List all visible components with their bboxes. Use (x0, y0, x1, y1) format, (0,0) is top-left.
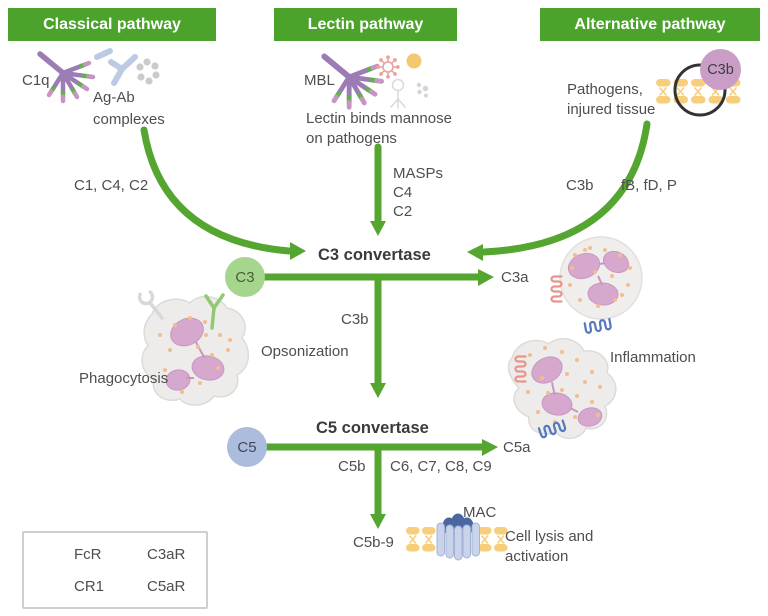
membrane-icon (656, 79, 741, 104)
classical-arrow (140, 126, 293, 255)
legend-c3ar-label: C3aR (147, 546, 186, 563)
c4-label: C4 (393, 184, 413, 201)
fcr-receptor-icon (137, 288, 164, 320)
masps-label: MASPs (393, 165, 444, 182)
c5b-label: C5b (338, 458, 366, 475)
header-classical-pathway: Classical pathway (8, 8, 216, 41)
mbl-label: MBL (304, 72, 335, 89)
agab-line1: Ag-Ab (93, 89, 135, 106)
alternative-arrow (480, 120, 651, 256)
alt-desc-line2: injured tissue (567, 101, 656, 118)
c1q-molecule-icon (37, 51, 96, 104)
c5ar-receptor-icon (583, 317, 613, 335)
antibody-antigen-icon (94, 48, 160, 86)
c3-convertase-label: C3 convertase (318, 246, 431, 264)
c3-node: C3 (225, 257, 265, 297)
header-alternative-pathway: Alternative pathway (540, 8, 760, 41)
inflammatory-cell-icon (507, 337, 617, 440)
alt-desc-line1: Pathogens, (567, 81, 643, 98)
c3a-label: C3a (501, 269, 529, 286)
legend-cr1-label: CR1 (74, 578, 105, 595)
granules (158, 316, 232, 394)
phagocytosis-label: Phagocytosis (79, 370, 169, 387)
c5-node: C5 (227, 427, 267, 467)
cr1-receptor-icon (204, 293, 225, 330)
c3b-badge: C3b (700, 49, 741, 90)
bacteria-cluster-icon (416, 82, 429, 98)
antigen-icon (136, 58, 160, 85)
lectin-description: Lectin binds mannose on pathogens (306, 109, 452, 149)
classical-arrow-label: C1, C4, C2 (74, 177, 149, 194)
c6-c9-label: C6, C7, C8, C9 (390, 458, 492, 475)
opsonization-label: Opsonization (261, 343, 349, 360)
mac-label: MAC (463, 504, 497, 521)
neutrophil-cell-icon (550, 236, 643, 335)
c5-convertase-label: C5 convertase (316, 419, 429, 437)
agab-line2: complexes (93, 111, 165, 128)
cell-lysis-label: Cell lysis and activation (505, 527, 593, 567)
alternative-arrow-label-c3b: C3b (566, 177, 594, 194)
c5b9-label: C5b-9 (353, 534, 394, 551)
receptor-legend (22, 531, 208, 609)
granules (526, 346, 602, 424)
alternative-arrow-label-factors: fB, fD, P (621, 177, 677, 194)
arrowheads (290, 221, 498, 529)
lectin-arrow-label: MASPs C4 C2 (393, 164, 443, 221)
legend-fcr-label: FcR (74, 546, 102, 563)
agab-label: Ag-Ab complexes (93, 88, 165, 130)
legend-c5ar-label: C5aR (147, 578, 186, 595)
alternative-description: Pathogens, injured tissue (567, 80, 655, 120)
mac-complex-icon (406, 513, 508, 561)
inflammation-label: Inflammation (610, 349, 696, 366)
lysis-line2: activation (505, 548, 569, 565)
c2-label: C2 (393, 203, 413, 220)
phage-icon (390, 78, 406, 109)
header-lectin-pathway: Lectin pathway (274, 8, 457, 41)
c1q-label: C1q (22, 72, 50, 89)
macrophage-cell-icon (137, 288, 249, 406)
yeast-icon (406, 53, 422, 69)
lectin-desc-line1: Lectin binds mannose (306, 110, 452, 127)
lectin-desc-line2: on pathogens (306, 130, 397, 147)
virus-icon (376, 55, 400, 79)
mbl-molecule-icon (321, 53, 384, 110)
c5a-label: C5a (503, 439, 531, 456)
lysis-line1: Cell lysis and (505, 528, 594, 545)
c3b-label: C3b (341, 311, 369, 328)
granules (568, 246, 632, 308)
